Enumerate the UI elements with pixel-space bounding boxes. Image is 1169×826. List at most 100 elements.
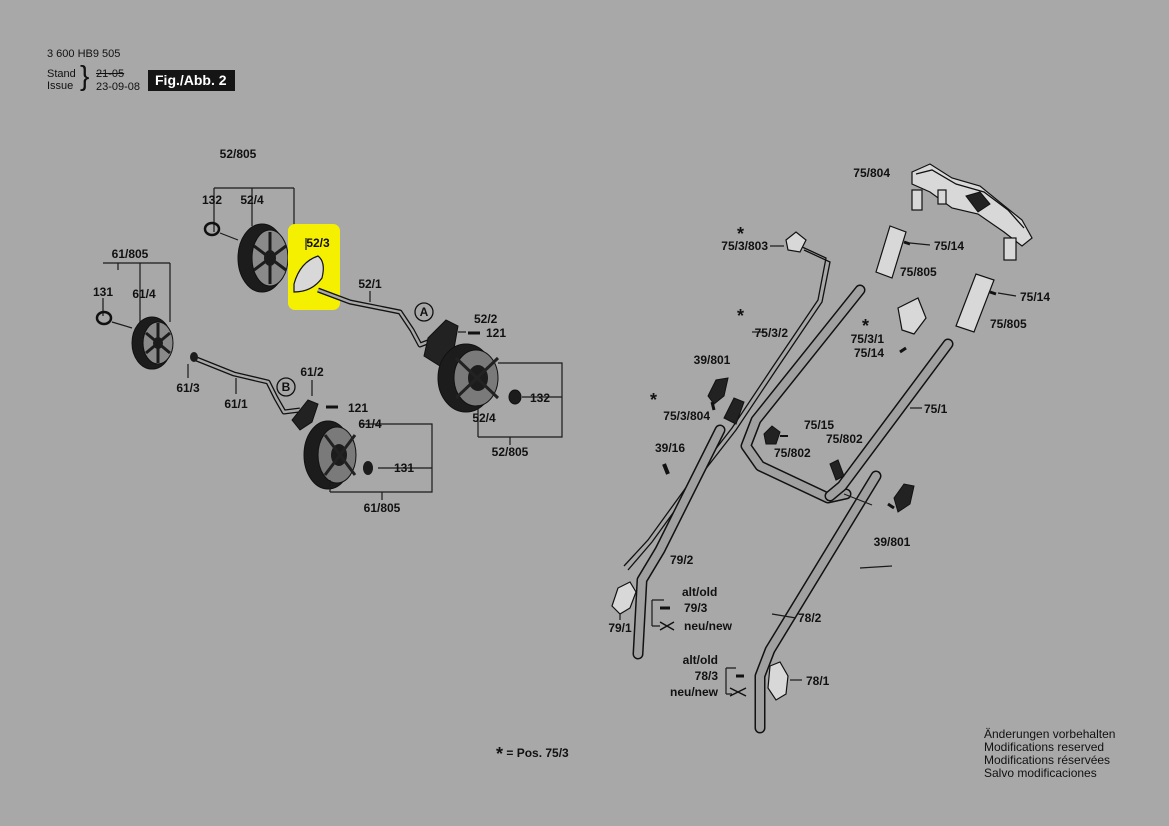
label-75-15: 75/15 [804, 418, 834, 432]
label-marker-a: A [420, 305, 429, 319]
label-75-3-1: 75/3/1 [851, 332, 885, 346]
label-75-805-b: 75/805 [990, 317, 1027, 331]
label-78-2: 78/2 [798, 611, 822, 625]
figure-tag: Fig./Abb. 2 [148, 70, 235, 91]
note-en: Modifications reserved [984, 740, 1105, 754]
label-61-3: 61/3 [176, 381, 200, 395]
label-neu-new-b: neu/new [670, 685, 719, 699]
label-75-802-b: 75/802 [774, 446, 811, 460]
label-131-top: 131 [93, 285, 113, 299]
issue-date: 23-09-08 [96, 81, 141, 93]
label-39-801-a: 39/801 [694, 353, 731, 367]
clip-75-3-804 [723, 397, 745, 425]
label-39-16: 39/16 [655, 441, 685, 455]
label-78-1: 78/1 [806, 674, 830, 688]
label-61-4-bottom: 61/4 [358, 417, 382, 431]
label-75-3-2: 75/3/2 [755, 326, 789, 340]
label-39-801-b: 39/801 [874, 535, 911, 549]
cable-75-3-2 [623, 245, 827, 567]
washer-132 [203, 221, 221, 237]
marker-a [414, 302, 434, 322]
label-52-1: 52/1 [358, 277, 382, 291]
label-75-14-a: 75/14 [934, 239, 964, 253]
note-es: Salvo modificaciones [984, 766, 1097, 780]
pin-39-16 [662, 463, 670, 475]
label-61-805-bottom: 61/805 [364, 501, 401, 515]
legend-text: = Pos. 75/3 [506, 746, 569, 760]
nut-75-802 [829, 459, 845, 481]
leader-bracket [213, 187, 295, 232]
label-79-1: 79/1 [608, 621, 632, 635]
cable-end-75-3-803 [785, 231, 807, 253]
label-75-14-c: 75/14 [854, 346, 884, 360]
label-75-805-a: 75/805 [900, 265, 937, 279]
cap-75-805-lower [955, 273, 995, 333]
nut-131 [363, 461, 373, 475]
clip-75-3-1 [897, 297, 927, 335]
label-52-4-top: 52/4 [240, 193, 264, 207]
label-star-c: * [862, 316, 869, 336]
label-52-805-bottom: 52/805 [492, 445, 529, 459]
label-132-bottom: 132 [530, 391, 550, 405]
wheel-center [264, 250, 276, 266]
screw-crossed-b [729, 687, 747, 697]
label-75-14-b: 75/14 [1020, 290, 1050, 304]
modification-notes: Änderungen vorbehalten Modifications res… [984, 728, 1115, 780]
screw-crossed-a [659, 621, 675, 631]
hubcap-52-3 [293, 255, 324, 293]
label-star-d: * [650, 390, 657, 410]
old-date: 21-05 [96, 68, 125, 80]
wheel-assembly-52 [203, 187, 563, 445]
bracket-79-1 [611, 581, 637, 615]
knob-39-801-lower [893, 483, 915, 513]
label-61-4-top: 61/4 [132, 287, 156, 301]
cap-75-805-upper [875, 225, 907, 279]
bracket-78-1 [767, 661, 789, 701]
leader-bracket-lower [477, 362, 563, 438]
label-star-b: * [737, 306, 744, 326]
brace-icon: } [80, 60, 90, 91]
nut-132 [508, 389, 522, 405]
axis-line [219, 232, 239, 241]
leader-bracket-61 [102, 262, 171, 330]
label-61-1: 61/1 [224, 397, 248, 411]
leader-bracket-61-lower [329, 423, 433, 493]
marker-b [276, 377, 296, 397]
adjuster-61-2 [291, 399, 319, 431]
legend: * = Pos. 75/3 [496, 744, 569, 765]
label-marker-b: B [282, 380, 291, 394]
label-75-3-803: 75/3/803 [721, 239, 768, 253]
knob-39-801-upper [707, 377, 729, 405]
label-52-3: 52/3 [306, 236, 330, 250]
washer-131 [95, 310, 113, 326]
label-75-1: 75/1 [924, 402, 948, 416]
label-79-2: 79/2 [670, 553, 694, 567]
label-75-804: 75/804 [853, 166, 890, 180]
label-61-2: 61/2 [300, 365, 324, 379]
label-121-b: 121 [348, 401, 368, 415]
label-52-4-bottom: 52/4 [472, 411, 496, 425]
label-75-3-804: 75/3/804 [663, 409, 710, 423]
label-75-802-a: 75/802 [826, 432, 863, 446]
note-fr: Modifications réservées [984, 753, 1111, 767]
note-de: Änderungen vorbehalten [984, 727, 1116, 741]
handlebar-75-804 [911, 163, 1033, 247]
label-61-805-top: 61/805 [112, 247, 149, 261]
issue-label: Issue [47, 80, 74, 92]
label-132-top: 132 [202, 193, 222, 207]
label-alt-old-a: alt/old [682, 585, 717, 599]
label-alt-old-b: alt/old [683, 653, 718, 667]
stand-label: Stand [47, 68, 76, 80]
label-star-a: * [737, 224, 744, 244]
bolt-75-802 [763, 425, 781, 445]
label-78-3: 78/3 [695, 669, 719, 683]
label-neu-new-a: neu/new [684, 619, 733, 633]
document-number: 3 600 HB9 505 [47, 48, 121, 60]
label-79-3: 79/3 [684, 601, 708, 615]
handle-assembly [611, 163, 1033, 734]
wheel-assembly-61 [95, 262, 433, 500]
label-131-bottom: 131 [394, 461, 414, 475]
label-52-2: 52/2 [474, 312, 498, 326]
label-52-805-top: 52/805 [220, 147, 257, 161]
